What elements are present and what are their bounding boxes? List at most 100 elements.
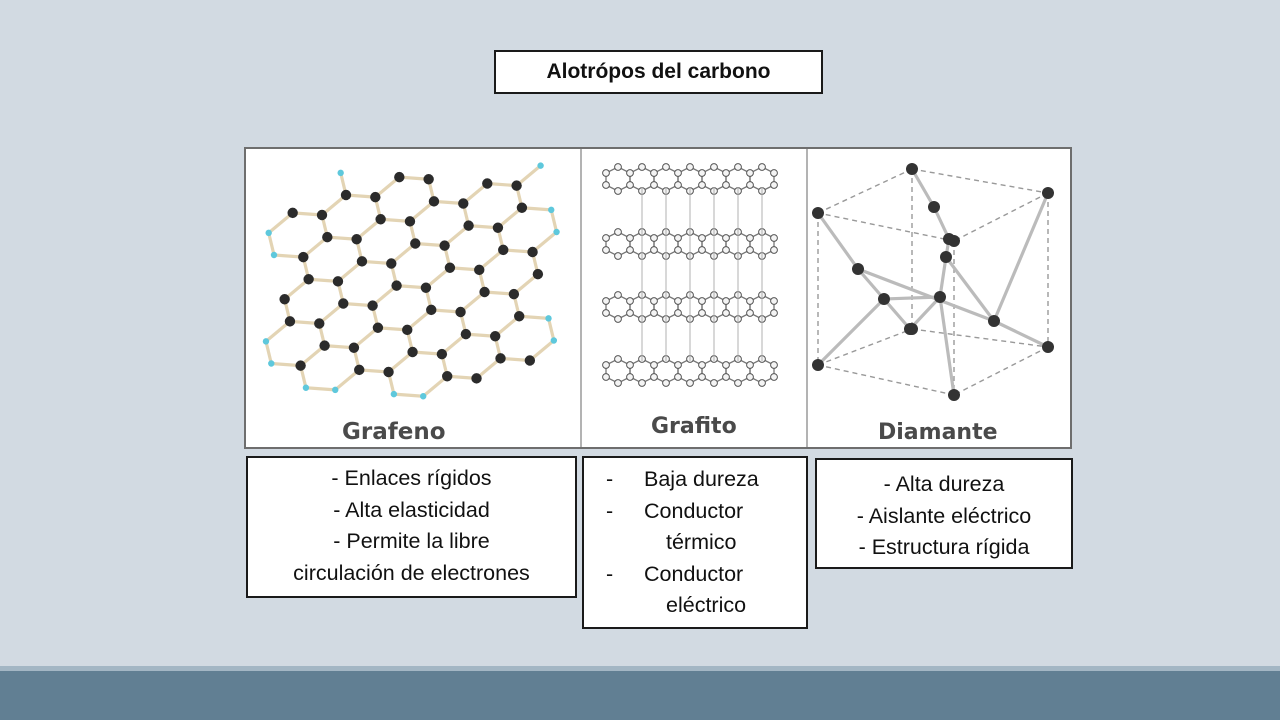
graphite-atom [626, 181, 634, 189]
graphene-bond [478, 248, 505, 272]
graphite-bond [605, 231, 631, 250]
diamond-atom [940, 251, 952, 263]
graphite-bond [725, 166, 751, 185]
graphene-bond [531, 230, 558, 254]
carbon-atom [474, 264, 485, 276]
graphite-atom [650, 309, 658, 317]
graphite-atom [710, 163, 718, 171]
diamond-cell-edge [817, 328, 913, 366]
graphite-atom [770, 246, 778, 254]
carbon-atom [348, 342, 360, 353]
graphite-atom [674, 234, 682, 242]
graphite-atom [770, 361, 778, 369]
graphite-bond [653, 231, 679, 250]
graphene-bond [443, 224, 470, 247]
graphite-bond [701, 166, 727, 185]
graphite-atom [698, 169, 706, 177]
graphite-atom [650, 373, 658, 381]
graphene-bond [393, 392, 424, 398]
graphite-atom [722, 297, 730, 305]
grafito-bullet-2-text: Conductor [644, 498, 744, 523]
graphene-bond [494, 315, 521, 338]
graphene-bond [406, 308, 433, 332]
graphene-bond [424, 266, 451, 289]
graphite-atom [722, 234, 730, 242]
graphite-structure [602, 163, 778, 387]
diamante-line-1: - Alta dureza [883, 472, 1005, 496]
graphite-bond [701, 231, 727, 250]
graphite-atom [770, 309, 778, 317]
grafeno-line-2: - Alta elasticidad [333, 497, 490, 522]
grafito-bullet-1-text: Baja dureza [644, 467, 759, 491]
grafeno-description-box: - Enlaces rígidos - Alta elasticidad - P… [246, 456, 577, 598]
carbon-atom [492, 222, 504, 233]
carbon-atom [532, 268, 544, 280]
carbon-atom [455, 306, 466, 318]
bullet-dash: - [606, 498, 614, 523]
graphite-atom [746, 309, 754, 317]
hydrogen-atom [545, 315, 552, 322]
graphite-atom [602, 246, 610, 254]
graphite-bond [701, 294, 727, 313]
graphene-bond [459, 290, 486, 314]
graphite-bond [749, 166, 775, 185]
diamond-cell-edge [953, 192, 1049, 242]
diamond-cell-edge [817, 168, 913, 214]
graphite-atom [626, 234, 634, 242]
diamante-line-3: - Estructura rígida [858, 535, 1030, 559]
carbon-atom [516, 202, 528, 213]
graphene-bond [267, 211, 294, 235]
graphene-bond [390, 242, 417, 265]
graphite-atom [614, 187, 622, 195]
carbon-atom [407, 346, 418, 358]
diamond-atom [906, 163, 918, 175]
carbon-atom [482, 178, 493, 189]
graphite-atom [758, 163, 766, 171]
graphite-atom [722, 169, 730, 177]
graphite-atom [650, 169, 658, 177]
graphene-bond [462, 182, 489, 205]
grafito-bullet-3-cont-text: eléctrico [666, 593, 747, 617]
carbon-atom [514, 311, 525, 322]
graphite-bond [653, 294, 679, 313]
graphene-bond [422, 375, 449, 398]
graphene-bond [387, 350, 414, 374]
graphite-atom [698, 246, 706, 254]
grafito-bullet-2: - Conductor [584, 496, 806, 528]
graphite-atom [674, 309, 682, 317]
graphite-atom [650, 361, 658, 369]
grafeno-panel: Grafeno [262, 162, 560, 445]
graphene-bond [305, 386, 336, 392]
graphite-bond [749, 358, 775, 377]
graphite-atom [614, 379, 622, 387]
carbon-atom [479, 286, 490, 298]
graphite-atom [746, 373, 754, 381]
carbon-atom [287, 207, 298, 219]
diamond-bond [908, 295, 942, 331]
grafeno-line-4: circulación de electrones [293, 560, 530, 585]
hydrogen-atom [270, 251, 278, 259]
grafito-bullet-3: - Conductor [584, 559, 806, 591]
graphite-atom [770, 373, 778, 381]
diamond-cell-edge [817, 364, 955, 396]
carbon-atom [303, 274, 314, 285]
graphite-bond [749, 231, 775, 250]
graphite-atom [638, 163, 646, 171]
graphite-atom [674, 361, 682, 369]
carbon-atom [340, 189, 352, 201]
diamond-structure [812, 163, 1054, 401]
diamond-bond [993, 319, 1049, 349]
graphite-atom [746, 297, 754, 305]
bullet-dash: - [606, 561, 614, 586]
carbon-atom [490, 331, 501, 342]
graphite-atom [650, 246, 658, 254]
diamond-bond [944, 256, 996, 322]
diamond-bond [938, 256, 948, 298]
graphene-bond [283, 278, 310, 301]
graphite-bond [629, 231, 655, 250]
carbon-atom [508, 288, 520, 300]
carbon-atom [420, 282, 432, 293]
graphene-bond [475, 357, 502, 380]
carbon-atom [316, 209, 328, 221]
hydrogen-atom [390, 390, 398, 398]
